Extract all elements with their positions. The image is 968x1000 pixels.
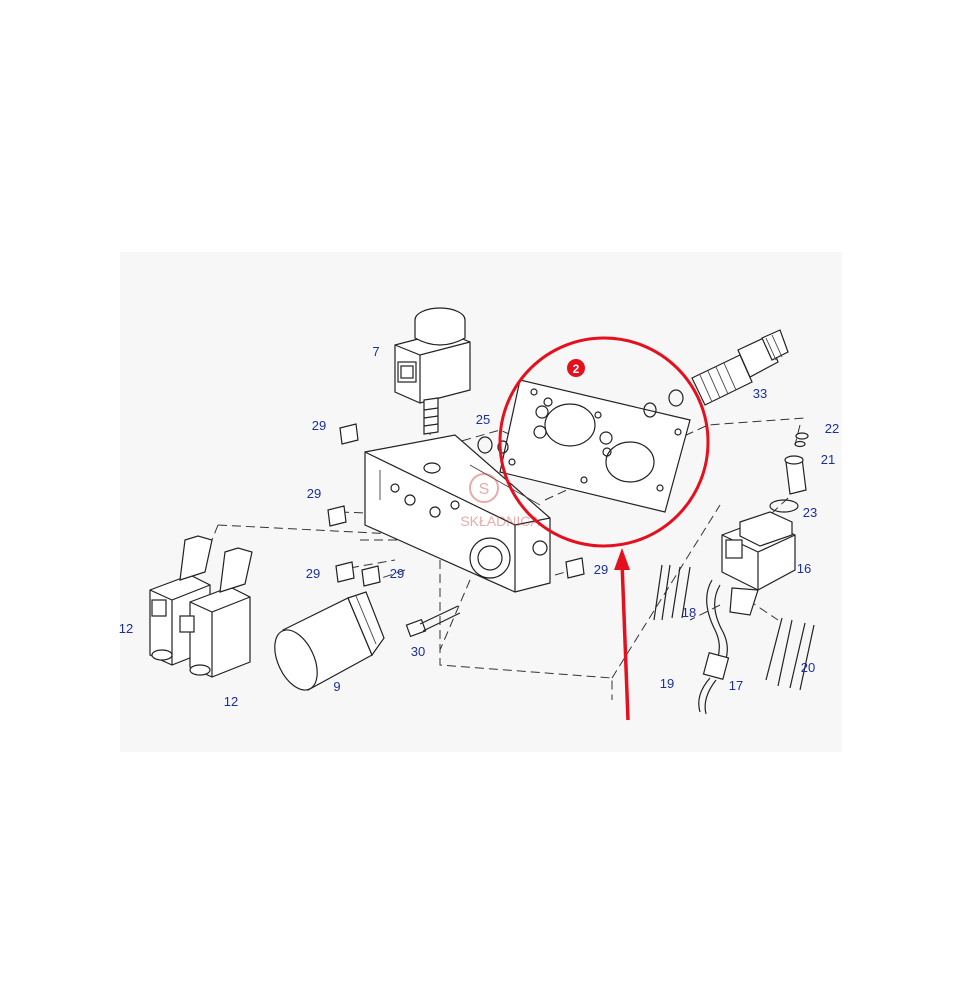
- bolts-18-20: [653, 564, 815, 691]
- part-2-gasket-plate: [499, 379, 691, 513]
- svg-text:S: S: [479, 481, 490, 498]
- part-33-fitting: [691, 329, 789, 406]
- part-16-solenoid: [721, 511, 796, 616]
- seal-rings: [477, 389, 684, 454]
- label-21: 21: [821, 452, 835, 467]
- label-25: 25: [476, 412, 490, 427]
- parts-17-19-harness: [698, 579, 730, 715]
- label-9: 9: [333, 679, 340, 694]
- part-12-solenoid-pair: [149, 535, 253, 678]
- label-18: 18: [682, 605, 696, 620]
- part-9-filter: [274, 591, 385, 691]
- callout-badge: [567, 359, 585, 377]
- label-29-top: 29: [312, 418, 326, 433]
- label-30: 30: [411, 644, 425, 659]
- label-29-low-a: 29: [306, 566, 320, 581]
- highlight-callout: 2: [498, 336, 710, 721]
- label-23: 23: [803, 505, 817, 520]
- label-16: 16: [797, 561, 811, 576]
- part-30-bolt: [405, 605, 461, 638]
- watermark: S SKŁADNICA: [460, 473, 540, 529]
- label-20: 20: [801, 660, 815, 675]
- plugs-29: [327, 423, 585, 587]
- label-12-left: 12: [119, 621, 133, 636]
- part-labels: 7 25 33 22 21 23 29 29 29 29 29 16 18 20…: [119, 344, 839, 709]
- watermark-text: SKŁADNICA: [460, 513, 540, 529]
- label-17: 17: [729, 678, 743, 693]
- label-29-low-b: 29: [390, 566, 404, 581]
- label-29-mid: 29: [307, 486, 321, 501]
- label-22: 22: [825, 421, 839, 436]
- part-7-solenoid: [394, 307, 471, 435]
- label-7: 7: [372, 344, 379, 359]
- label-19: 19: [660, 676, 674, 691]
- label-29-right: 29: [594, 562, 608, 577]
- label-12-bottom: 12: [224, 694, 238, 709]
- part-21-cartridge: [769, 432, 809, 513]
- label-33: 33: [753, 386, 767, 401]
- callout-badge-number: 2: [573, 362, 580, 376]
- manifold-block: [364, 434, 551, 593]
